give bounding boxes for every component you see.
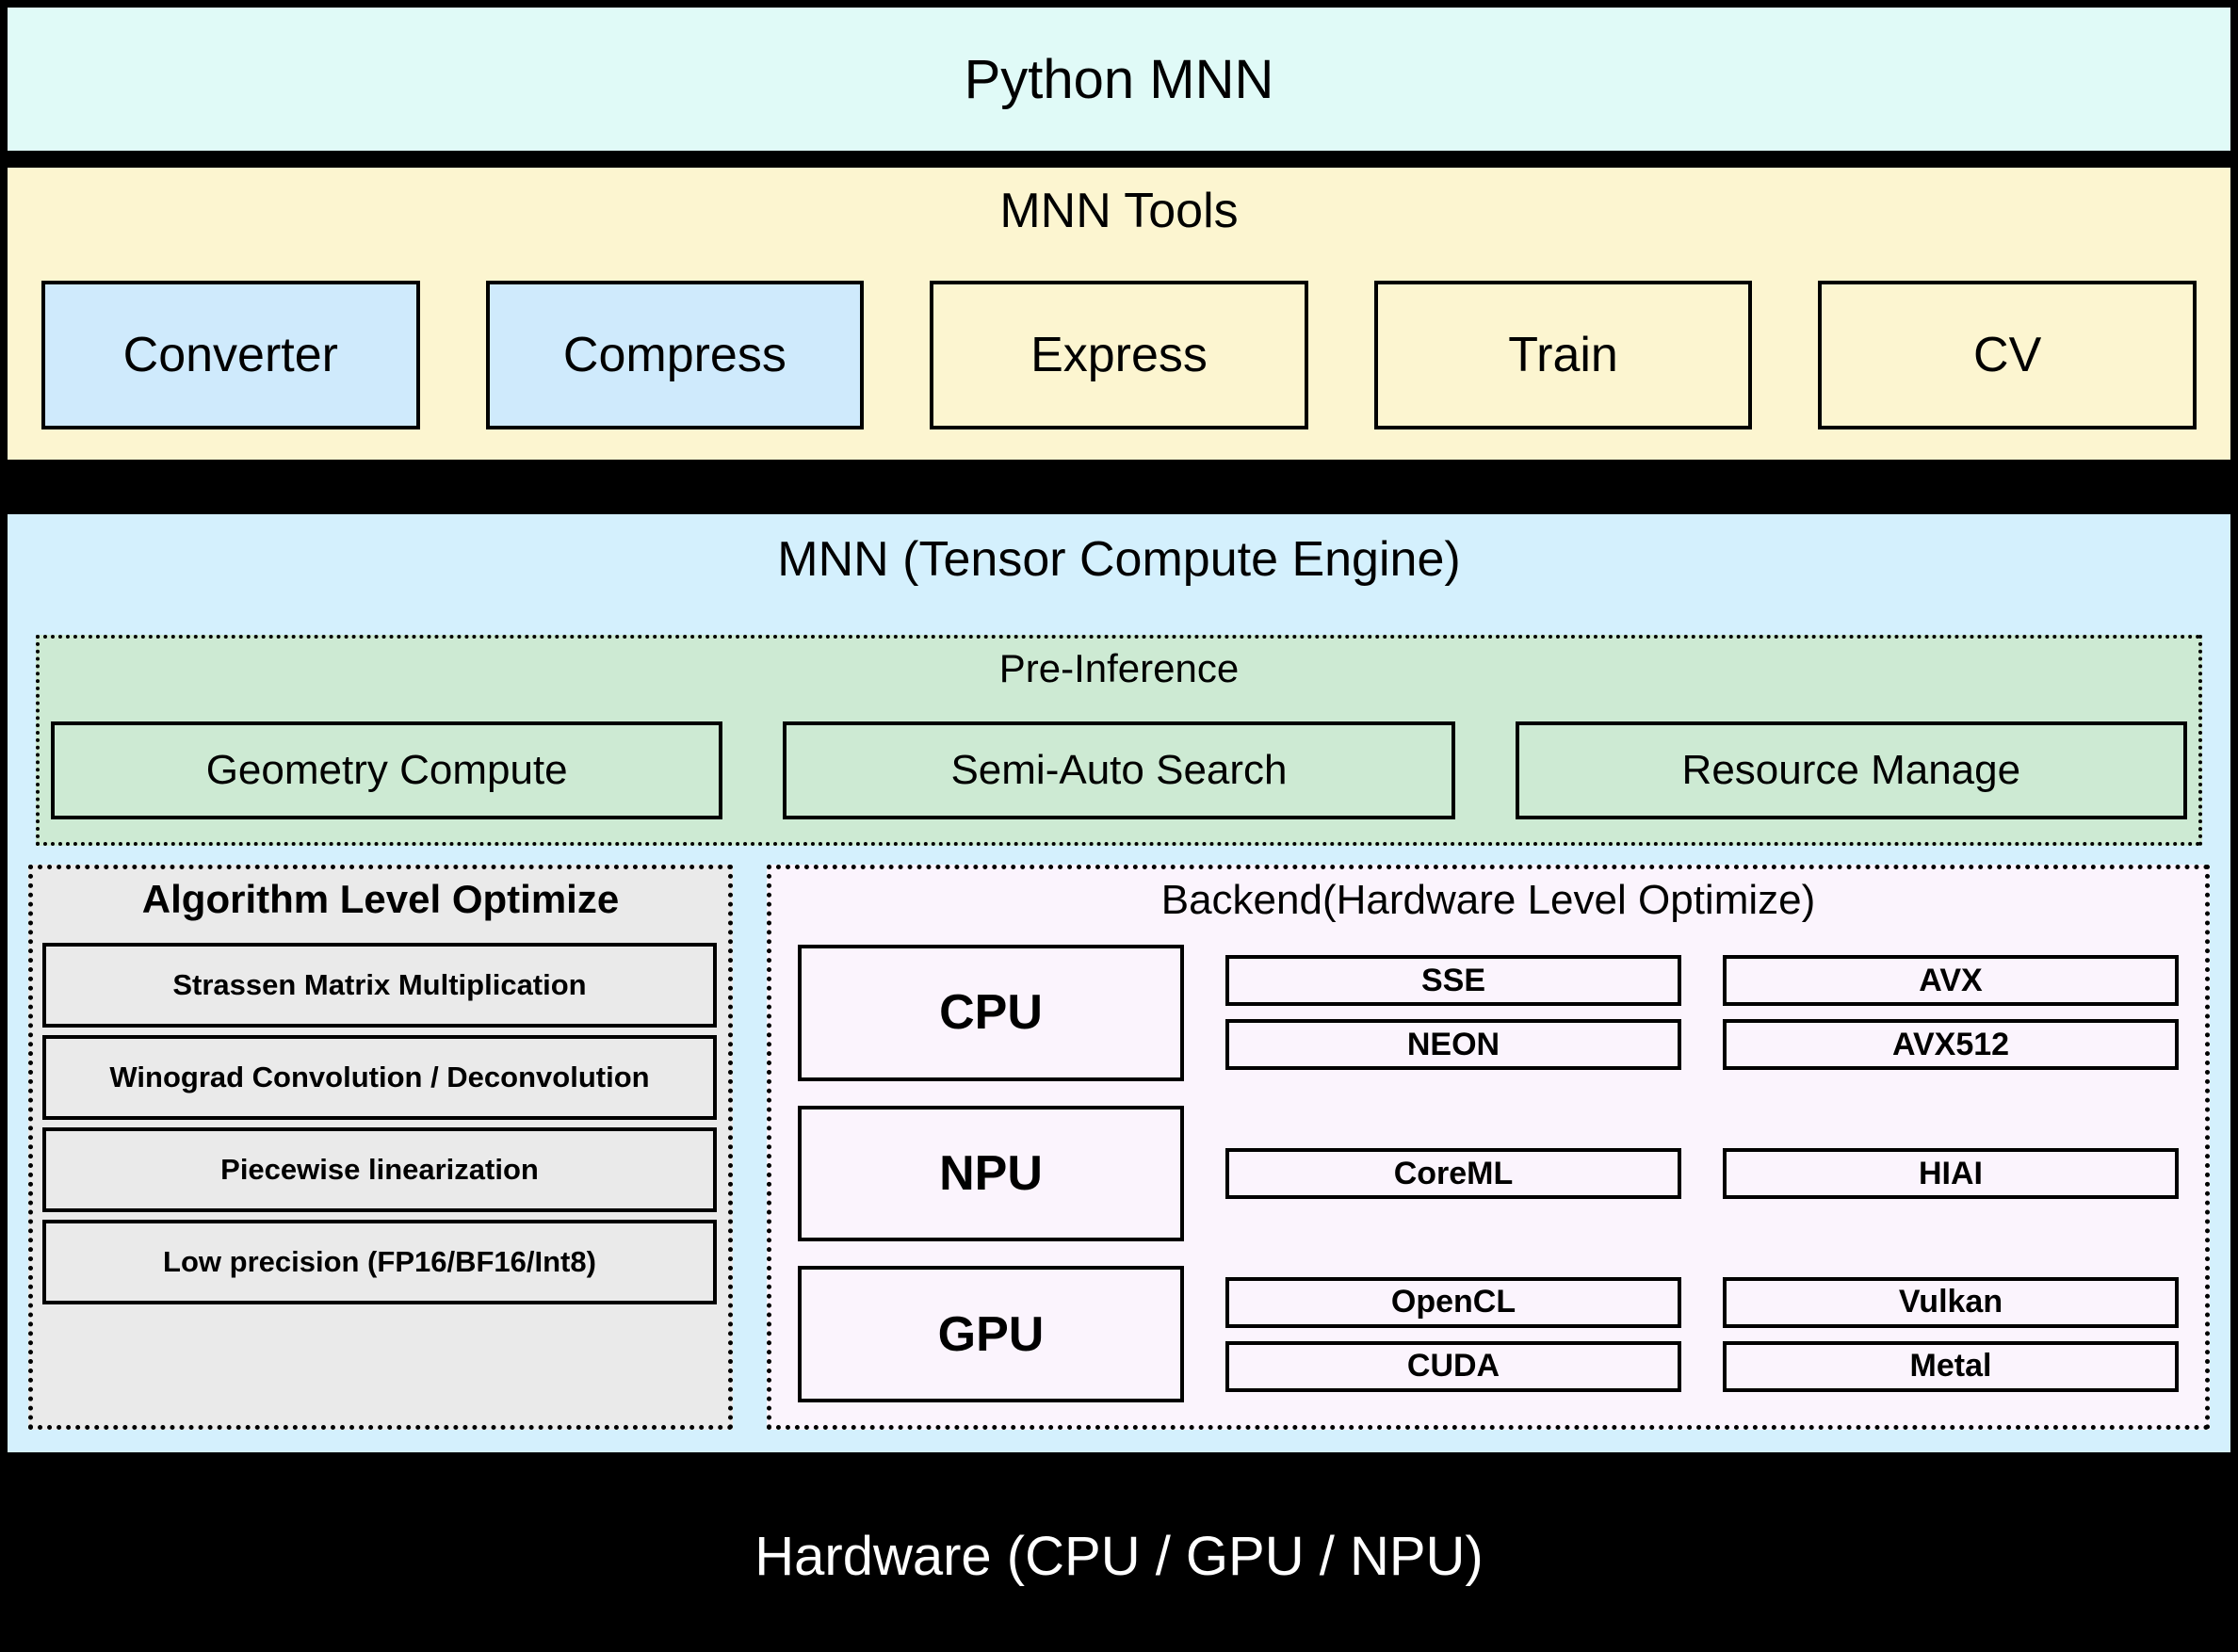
backend-chip-label: NEON xyxy=(1406,1026,1500,1062)
mnn-tools-row: Converter Compress Express Train CV xyxy=(41,281,2197,429)
pre-inference-label: Semi-Auto Search xyxy=(950,747,1288,793)
pre-inference-box-resource-manage[interactable]: Resource Manage xyxy=(1515,721,2187,819)
layer-hardware-title: Hardware (CPU / GPU / NPU) xyxy=(754,1525,1484,1587)
tool-box-express[interactable]: Express xyxy=(930,281,1308,429)
group-algorithm-level-optimize-title: Algorithm Level Optimize xyxy=(141,877,620,921)
layer-mnn-tools-title: MNN Tools xyxy=(999,184,1239,238)
backend-col-gpu-left: OpenCL CUDA xyxy=(1225,1266,1681,1402)
tool-label: CV xyxy=(1973,328,2042,382)
group-backend-hardware-level-optimize: Backend(Hardware Level Optimize) CPU SSE xyxy=(767,865,2210,1430)
backend-chip-label: CoreML xyxy=(1393,1155,1514,1191)
pre-inference-row: Geometry Compute Semi-Auto Search Resour… xyxy=(51,721,2187,819)
tool-label: Express xyxy=(1030,328,1208,382)
pre-inference-label: Geometry Compute xyxy=(205,747,568,793)
backend-chip-label: AVX512 xyxy=(1891,1026,2010,1062)
backend-col-npu-left: CoreML xyxy=(1225,1106,1681,1242)
layer-python-mnn-title: Python MNN xyxy=(964,48,1274,110)
backend-col-cpu-right: AVX AVX512 xyxy=(1723,945,2179,1081)
backend-row-cpu: CPU SSE NEON AVX xyxy=(798,945,2179,1081)
algorithm-item-piecewise-linearization[interactable]: Piecewise linearization xyxy=(42,1127,717,1212)
backend-chip-label: Vulkan xyxy=(1898,1284,2003,1320)
backend-chip-label: SSE xyxy=(1420,962,1486,998)
backend-chip-neon[interactable]: NEON xyxy=(1225,1019,1681,1071)
algorithm-item-label: Winograd Convolution / Deconvolution xyxy=(109,1061,650,1093)
layer-mnn-engine-title: MNN (Tensor Compute Engine) xyxy=(777,532,1461,587)
backend-processor-cpu[interactable]: CPU xyxy=(798,945,1184,1081)
backend-chip-sse[interactable]: SSE xyxy=(1225,955,1681,1007)
backend-col-npu-right: HIAI xyxy=(1723,1106,2179,1242)
pre-inference-box-geometry-compute[interactable]: Geometry Compute xyxy=(51,721,723,819)
engine-lower-row: Algorithm Level Optimize Strassen Matrix… xyxy=(28,865,2210,1430)
pre-inference-label: Resource Manage xyxy=(1681,747,2021,793)
tool-box-compress[interactable]: Compress xyxy=(485,281,865,429)
backend-chip-opencl[interactable]: OpenCL xyxy=(1225,1276,1681,1328)
backend-chip-avx[interactable]: AVX xyxy=(1723,955,2179,1007)
layer-mnn-engine: MNN (Tensor Compute Engine) Pre-Inferenc… xyxy=(8,514,2230,1452)
backend-col-gpu-right: Vulkan Metal xyxy=(1723,1266,2179,1402)
group-algorithm-level-optimize: Algorithm Level Optimize Strassen Matrix… xyxy=(28,865,733,1430)
backend-chip-metal[interactable]: Metal xyxy=(1723,1340,2179,1392)
backend-chip-hiai[interactable]: HIAI xyxy=(1723,1148,2179,1199)
tool-box-train[interactable]: Train xyxy=(1373,281,1753,429)
backend-processor-gpu[interactable]: GPU xyxy=(798,1266,1184,1403)
backend-chip-label: CUDA xyxy=(1406,1348,1500,1385)
tool-label: Train xyxy=(1508,328,1618,382)
algorithm-item-list: Strassen Matrix Multiplication Winograd … xyxy=(42,943,717,1304)
layer-mnn-tools: MNN Tools Converter Compress Express Tra… xyxy=(8,168,2230,460)
tool-box-cv[interactable]: CV xyxy=(1818,281,2197,429)
tool-box-converter[interactable]: Converter xyxy=(41,281,420,429)
backend-chip-label: OpenCL xyxy=(1390,1284,1516,1320)
group-pre-inference: Pre-Inference Geometry Compute Semi-Auto… xyxy=(36,635,2202,846)
backend-processor-label: GPU xyxy=(937,1306,1045,1362)
algorithm-item-winograd[interactable]: Winograd Convolution / Deconvolution xyxy=(42,1035,717,1120)
backend-processor-label: NPU xyxy=(939,1146,1043,1201)
algorithm-item-low-precision[interactable]: Low precision (FP16/BF16/Int8) xyxy=(42,1220,717,1304)
backend-chip-vulkan[interactable]: Vulkan xyxy=(1723,1276,2179,1328)
backend-chip-coreml[interactable]: CoreML xyxy=(1225,1148,1681,1199)
algorithm-item-strassen[interactable]: Strassen Matrix Multiplication xyxy=(42,943,717,1028)
tool-label: Compress xyxy=(562,328,787,382)
backend-row-gpu: GPU OpenCL CUDA Vulkan xyxy=(798,1266,2179,1403)
algorithm-item-label: Low precision (FP16/BF16/Int8) xyxy=(163,1245,596,1278)
layer-python-mnn: Python MNN xyxy=(8,8,2230,151)
layer-hardware: Hardware (CPU / GPU / NPU) xyxy=(0,1460,2238,1652)
tool-label: Converter xyxy=(122,328,338,382)
pre-inference-box-semi-auto-search[interactable]: Semi-Auto Search xyxy=(783,721,1455,819)
backend-row-npu: NPU CoreML HIAI xyxy=(798,1105,2179,1242)
backend-rows: CPU SSE NEON AVX xyxy=(798,945,2179,1403)
group-backend-title: Backend(Hardware Level Optimize) xyxy=(1160,877,1816,923)
backend-chip-label: Metal xyxy=(1909,1348,1992,1385)
backend-processor-label: CPU xyxy=(939,985,1043,1041)
backend-processor-npu[interactable]: NPU xyxy=(798,1105,1184,1242)
algorithm-item-label: Piecewise linearization xyxy=(220,1153,539,1186)
backend-col-cpu-left: SSE NEON xyxy=(1225,945,1681,1081)
backend-chip-avx512[interactable]: AVX512 xyxy=(1723,1019,2179,1071)
algorithm-item-label: Strassen Matrix Multiplication xyxy=(172,968,587,1001)
backend-chip-cuda[interactable]: CUDA xyxy=(1225,1340,1681,1392)
backend-chip-label: HIAI xyxy=(1919,1155,1983,1191)
group-pre-inference-title: Pre-Inference xyxy=(998,646,1240,690)
backend-chip-label: AVX xyxy=(1919,962,1983,998)
